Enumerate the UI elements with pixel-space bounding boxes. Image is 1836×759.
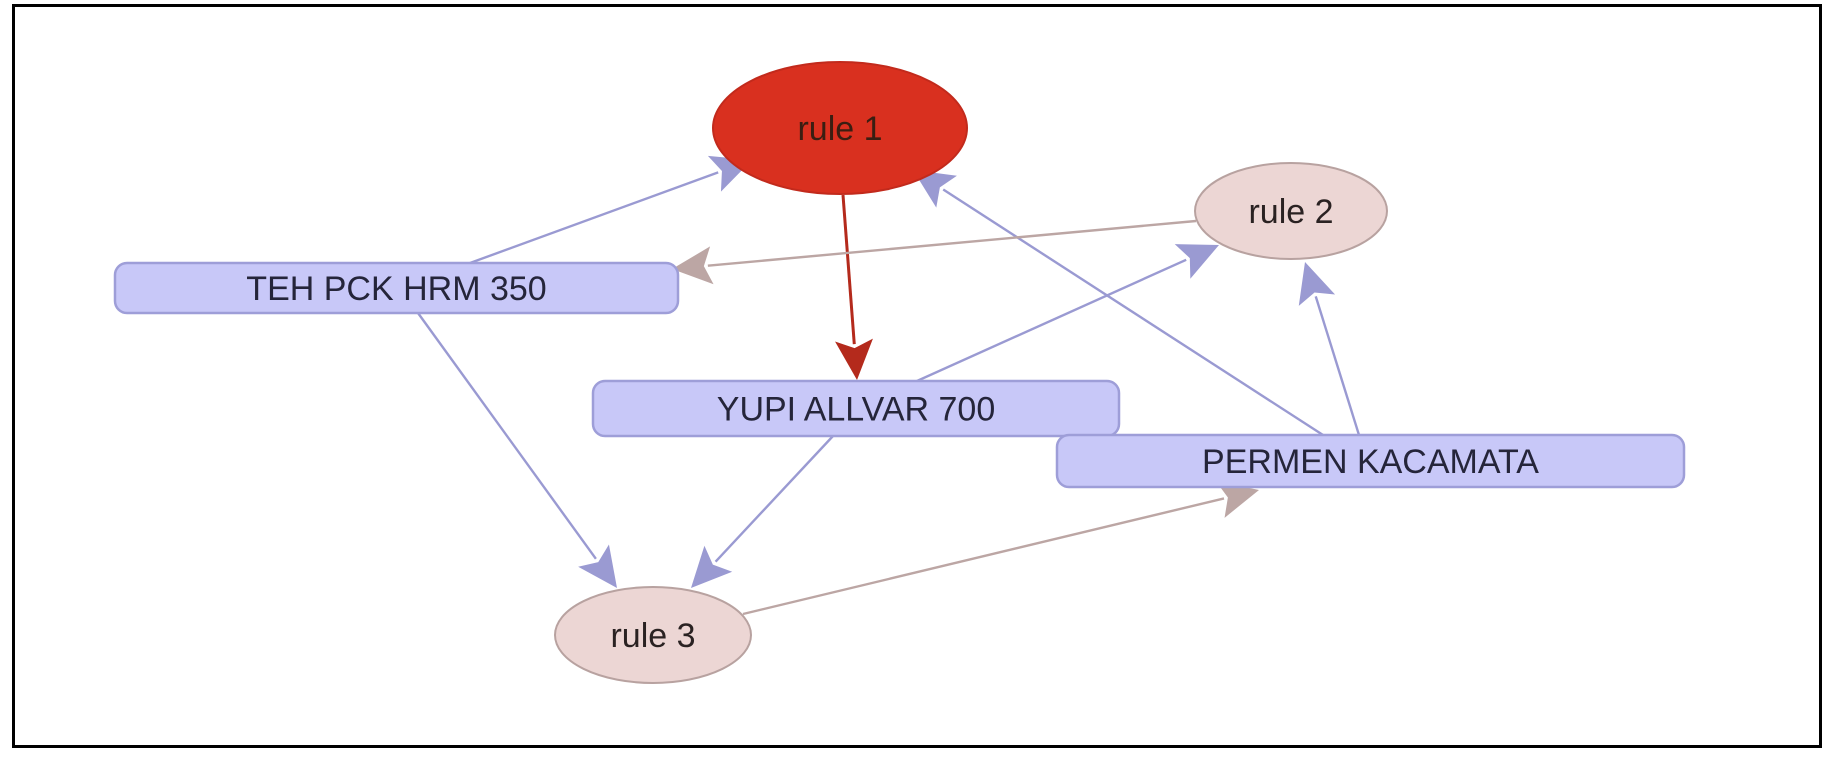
edge-permen-to-rule2 bbox=[1298, 262, 1361, 436]
arrowhead-icon bbox=[691, 545, 733, 588]
item-node-box[interactable] bbox=[1055, 433, 1686, 489]
node-rule1[interactable]: rule 1 bbox=[712, 61, 968, 195]
edge-line bbox=[841, 194, 856, 345]
edge-line bbox=[742, 497, 1225, 616]
node-yupi[interactable]: YUPI ALLVAR 700 bbox=[591, 379, 1121, 438]
node-label: rule 3 bbox=[610, 617, 695, 655]
edge-line bbox=[1314, 296, 1361, 436]
node-rule2[interactable]: rule 2 bbox=[1194, 162, 1388, 260]
item-node-box[interactable] bbox=[113, 261, 680, 315]
edge-rule3-to-permen bbox=[742, 480, 1259, 616]
node-label: YUPI ALLVAR 700 bbox=[717, 391, 995, 429]
edge-yupi-to-rule3 bbox=[691, 435, 834, 588]
edge-yupi-to-rule2 bbox=[916, 244, 1219, 383]
arrowhead-icon bbox=[1215, 480, 1259, 518]
node-rule3[interactable]: rule 3 bbox=[554, 586, 752, 684]
edge-rule1-to-yupi bbox=[835, 194, 873, 380]
node-label: TEH PCK HRM 350 bbox=[246, 270, 546, 308]
edges-layer bbox=[417, 155, 1361, 616]
node-label: PERMEN KACAMATA bbox=[1202, 443, 1539, 481]
node-label: rule 2 bbox=[1248, 193, 1333, 231]
edge-permen-to-rule1 bbox=[913, 170, 1324, 437]
node-permen[interactable]: PERMEN KACAMATA bbox=[1055, 433, 1686, 489]
edge-rule2-to-teh bbox=[672, 219, 1197, 285]
rule-node-shape[interactable] bbox=[1194, 162, 1388, 260]
edge-teh-to-rule3 bbox=[417, 312, 617, 588]
arrowhead-icon bbox=[1174, 244, 1219, 279]
arrowhead-icon bbox=[835, 338, 873, 380]
edge-line bbox=[469, 171, 719, 265]
edge-line bbox=[714, 435, 834, 563]
arrowhead-icon bbox=[672, 246, 714, 285]
node-teh[interactable]: TEH PCK HRM 350 bbox=[113, 261, 680, 315]
edge-line bbox=[942, 188, 1324, 437]
arrowhead-icon bbox=[913, 170, 957, 208]
arrowhead-icon bbox=[578, 544, 617, 588]
item-node-box[interactable] bbox=[591, 379, 1121, 438]
rule-node-shape[interactable] bbox=[712, 61, 968, 195]
rule-node-shape[interactable] bbox=[554, 586, 752, 684]
edge-line bbox=[916, 258, 1187, 383]
arrowhead-icon bbox=[1298, 262, 1336, 306]
edge-line bbox=[417, 312, 597, 560]
node-label: rule 1 bbox=[797, 110, 882, 148]
edge-line bbox=[707, 219, 1197, 267]
